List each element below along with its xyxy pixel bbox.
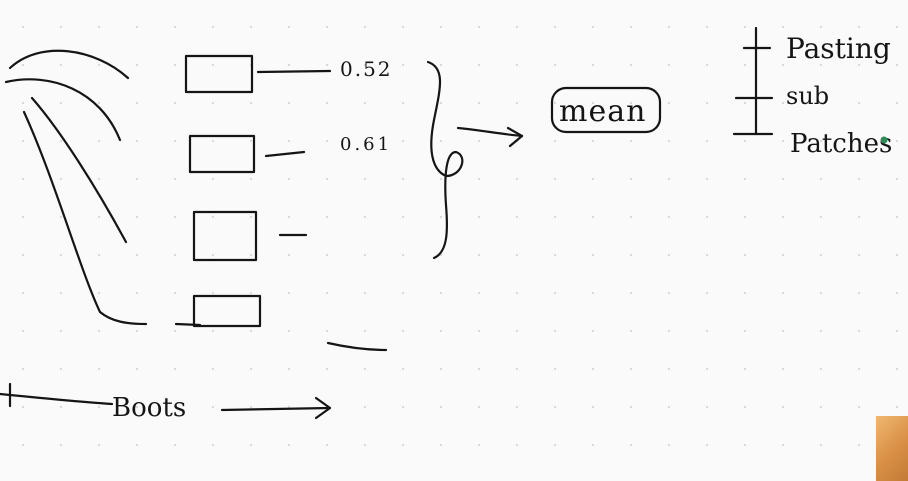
mean-box xyxy=(550,86,662,134)
data-curve-3 xyxy=(30,96,128,244)
data-curve-2 xyxy=(4,78,122,142)
data-curve-1 xyxy=(8,49,130,80)
method-label-patches: Patches xyxy=(790,129,892,159)
webcam-thumbnail xyxy=(876,416,908,481)
method-label-pasting: Pasting xyxy=(786,32,891,65)
boots-timeline xyxy=(0,392,114,406)
boots-arrow-head xyxy=(314,396,332,420)
arrow-to-mean xyxy=(456,126,524,138)
arrow-to-mean-head xyxy=(506,126,524,148)
model-box-3 xyxy=(192,210,258,262)
aggregation-brace xyxy=(426,60,464,260)
method-label-sub: sub xyxy=(786,82,829,110)
model-box-1 xyxy=(184,54,254,94)
boots-arrow xyxy=(220,406,332,412)
model-box-2 xyxy=(188,134,256,174)
mean-label: mean xyxy=(559,94,646,129)
boots-label: Boots xyxy=(112,393,186,423)
data-curve-4 xyxy=(22,110,148,326)
score-line-1 xyxy=(256,69,332,74)
model-box-4 xyxy=(192,294,262,328)
box-4-base-line xyxy=(174,322,202,327)
score-label-2: 0.61 xyxy=(340,134,392,155)
score-label-1: 0.52 xyxy=(340,57,393,81)
pen-cursor-dot xyxy=(880,136,888,144)
score-line-2 xyxy=(264,150,306,158)
score-line-4 xyxy=(326,341,388,352)
